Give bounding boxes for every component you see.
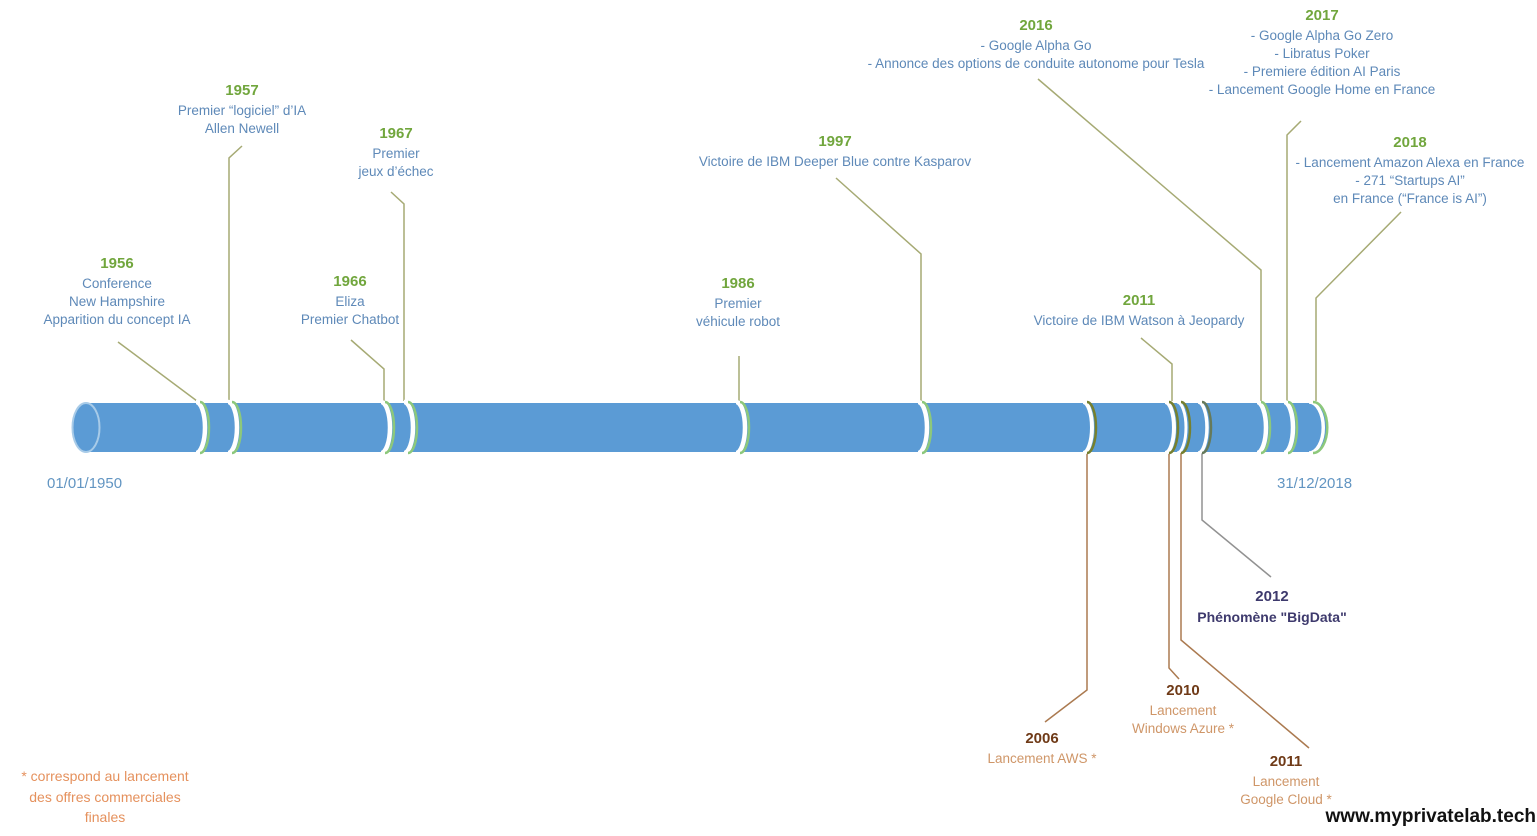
timeline-marker-1986 [735,399,751,456]
timeline-marker-1997 [917,399,933,456]
event-1997: 1997 Victoire de IBM Deeper Blue contre … [699,133,971,171]
leader-line-1956 [117,341,198,402]
event-line: Premier “logiciel” d’IA [177,103,307,118]
timeline-marker-1956 [195,399,211,456]
event-line: Phénomène "BigData" [1197,609,1347,625]
event-1966: 1966 Eliza Premier Chatbot [301,273,399,329]
event-line: véhicule robot [695,314,781,329]
event-line: en France (“France is AI”) [1333,191,1487,206]
event-line: Premier Chatbot [300,312,400,327]
timeline-marker-1967 [403,399,419,456]
event-line: - Libratus Poker [1274,46,1370,61]
event-line: - Google Alpha Go Zero [1250,28,1394,43]
event-line: Lancement AWS * [987,751,1097,766]
event-line: - Annonce des options de conduite autono… [867,56,1205,71]
leader-line-2011-cloud [1180,452,1310,749]
event-2018: 2018 - Lancement Amazon Alexa en France … [1296,134,1525,208]
footnote-line: * correspond au lancement [21,768,189,784]
event-line: Premier [714,296,762,311]
event-line: Apparition du concept IA [43,312,191,327]
event-line: Lancement [1149,703,1217,718]
event-line: Allen Newell [204,121,280,136]
event-line: - Lancement Google Home en France [1208,82,1436,97]
timeline-marker-2016 [1256,399,1272,456]
timeline-end-date: 31/12/2018 [1277,475,1353,492]
event-year: 1997 [818,133,852,150]
footnote-line: finales [84,809,126,825]
event-2011-watson: 2011 Victoire de IBM Watson à Jeopardy [1034,292,1245,330]
event-year: 2017 [1305,7,1339,24]
leader-line-1966 [350,339,385,401]
event-year: 2018 [1393,134,1427,151]
timeline-marker-2006 [1082,400,1098,455]
leader-line-2012 [1201,452,1272,578]
event-2006: 2006 Lancement AWS * [987,730,1096,768]
event-year: 2011 [1269,753,1303,770]
timeline-start-date: 01/01/1950 [47,475,123,492]
event-year: 2006 [1025,730,1059,747]
event-year: 1967 [379,125,413,142]
timeline-bar [86,403,1328,452]
event-year: 1966 [333,273,367,290]
event-2010: 2010 Lancement Windows Azure * [1132,682,1234,738]
timeline-marker-1957 [227,399,243,456]
leader-line-2016 [1037,78,1262,401]
event-2012: 2012 Phénomène "BigData" [1197,588,1346,626]
event-line: Conference [82,276,152,291]
leader-line-1957 [228,145,243,401]
leader-line-2017 [1286,120,1302,401]
leader-line-2011-watson [1140,337,1173,401]
event-2011-cloud: 2011 Lancement Google Cloud * [1240,753,1332,809]
leader-line-1997 [835,177,922,401]
leader-line-2010 [1168,452,1180,680]
event-1967: 1967 Premier jeux d’échec [358,125,433,181]
event-line: Windows Azure * [1131,721,1235,736]
timeline-marker-2011 [1176,400,1192,455]
event-year: 2011 [1122,292,1156,309]
timeline-marker-1966 [380,399,396,456]
timeline-bar-left-cap [71,402,101,453]
event-line: Lancement [1252,774,1320,789]
event-line: - Google Alpha Go [980,38,1092,53]
event-line: Google Cloud * [1240,792,1332,807]
event-year: 2016 [1019,17,1053,34]
event-year: 1986 [721,275,755,292]
event-1986: 1986 Premier véhicule robot [696,275,780,331]
event-year: 2012 [1255,588,1289,605]
event-2016: 2016 - Google Alpha Go - Annonce des opt… [868,17,1205,73]
timeline-marker-2010 [1164,400,1180,455]
event-line: jeux d’échec [358,164,434,179]
footnote-line: des offres commerciales [29,788,181,805]
watermark: www.myprivatelab.tech [1325,806,1536,827]
event-1956: 1956 Conference New Hampshire Apparition… [43,255,190,329]
event-line: - Lancement Amazon Alexa en France [1295,155,1525,170]
event-line: New Hampshire [68,294,166,309]
event-year: 1957 [225,82,259,99]
leader-line-2006 [1044,452,1088,723]
event-line: Victoire de IBM Deeper Blue contre Kaspa… [698,154,972,169]
timeline-marker-2018 [1308,400,1329,455]
leader-line-2018 [1315,211,1402,401]
event-2017: 2017 - Google Alpha Go Zero - Libratus P… [1209,7,1436,99]
timeline-marker-2017 [1283,399,1299,456]
event-line: Eliza [335,294,365,309]
leader-line-1967 [390,191,405,401]
event-year: 1956 [100,255,134,272]
event-year: 2010 [1166,682,1200,699]
event-1957: 1957 Premier “logiciel” d’IA Allen Newel… [178,82,306,138]
timeline-marker-2012 [1197,400,1213,455]
event-line: Victoire de IBM Watson à Jeopardy [1033,313,1245,328]
event-line: - Premiere édition AI Paris [1243,64,1401,79]
footnote: * correspond au lancement des offres com… [21,766,188,828]
event-line: Premier [372,146,420,161]
event-line: - 271 “Startups AI” [1355,173,1465,188]
